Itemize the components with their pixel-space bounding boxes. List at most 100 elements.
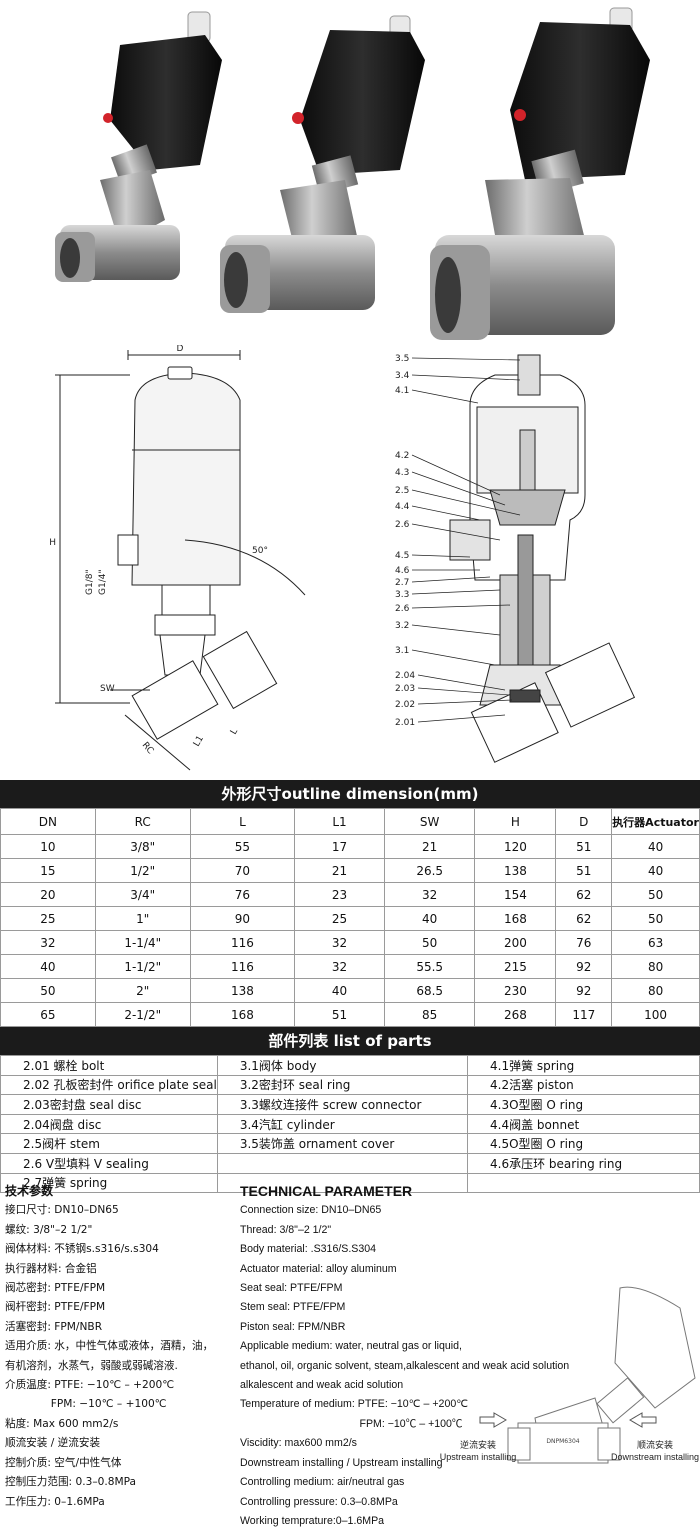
cell: 76 (555, 930, 613, 955)
tech-en-line: Working temprature:0–1.6MPa (240, 1514, 385, 1527)
header-cell: DN (0, 808, 96, 835)
cell: 120 (474, 834, 557, 859)
cell: 51 (294, 1002, 385, 1027)
part-cell (216, 1152, 469, 1174)
part-cell: 2.03密封盘 seal disc (0, 1094, 218, 1115)
tech-en-line: Body material: .S316/S.S304 (240, 1243, 377, 1256)
part-cell: 2.04阀盘 disc (0, 1113, 218, 1135)
callout-label: 3.2 (395, 621, 409, 631)
cell: 25 (294, 906, 385, 931)
tech-en-line: Stem seal: PTFE/FPM (240, 1301, 346, 1314)
cell: 117 (555, 1002, 613, 1027)
cell: 63 (611, 930, 700, 955)
cell: 2" (94, 978, 191, 1003)
cell: 55 (189, 834, 296, 859)
header-cell: L (189, 808, 296, 835)
cell: 15 (0, 858, 96, 883)
cell: 25 (0, 906, 96, 931)
outline-drawing: D H G1/8" G1/4" 50° SW RC L1 L (49, 345, 306, 771)
callout-label: 3.1 (395, 646, 409, 656)
callout-label: 2.5 (395, 486, 409, 496)
cell: 50 (383, 930, 476, 955)
dim-H-label: H (49, 538, 56, 548)
cell: 32 (0, 930, 96, 955)
callout-label: 4.6 (395, 566, 410, 576)
cell: 1-1/4" (94, 930, 191, 955)
cell: 20 (0, 882, 96, 907)
tech-en-line: Applicable medium: water, neutral gas or… (240, 1340, 462, 1353)
cell: 68.5 (383, 978, 476, 1003)
callout-label: 4.3 (395, 468, 409, 478)
tech-cn-line: 阀杆密封: PTFE/FPM (5, 1301, 106, 1314)
outline-header-row: DN RC L L1 SW H D 执行器Actuator (0, 808, 700, 835)
table-row: 2.7弹簧 spring (0, 1172, 700, 1194)
cell: 21 (294, 858, 385, 883)
downstream-label-cn: 顺流安装 (637, 1439, 673, 1450)
tables-section: 外形尺寸outline dimension(mm) DN RC L L1 SW … (0, 780, 700, 1194)
upstream-label-cn: 逆流安装 (460, 1439, 496, 1450)
valve-photo-medium (220, 15, 425, 313)
cell: 138 (189, 978, 296, 1003)
tech-cn-title: 技术参数 (5, 1184, 54, 1198)
cell: 80 (611, 978, 700, 1003)
cell: 3/4" (94, 882, 191, 907)
cell: 32 (294, 954, 385, 979)
cell: 168 (474, 906, 557, 931)
cell: 100 (611, 1002, 700, 1027)
header-cell: SW (383, 808, 476, 835)
tech-en-line: Controlling medium: air/neutral gas (240, 1476, 405, 1489)
tech-en-line: Seat seal: PTFE/FPM (240, 1282, 343, 1295)
dim-L-label: L (229, 727, 240, 736)
tech-en-line: Piston seal: FPM/NBR (240, 1320, 346, 1333)
cell: 116 (189, 954, 296, 979)
cell: 51 (555, 858, 613, 883)
tech-cn-line: 粘度: Max 600 mm2/s (5, 1417, 119, 1430)
part-cell: 3.5装饰盖 ornament cover (216, 1133, 469, 1154)
cell: 200 (474, 930, 557, 955)
header-cell: H (474, 808, 557, 835)
cell: 40 (611, 858, 700, 883)
part-cell: 2.01 螺栓 bolt (0, 1055, 218, 1076)
cell: 40 (383, 906, 476, 931)
tech-en-line: Downstream installing / Upstream install… (240, 1456, 443, 1469)
part-cell: 2.7弹簧 spring (0, 1172, 218, 1194)
technical-parameters: 技术参数 接口尺寸: DN10–DN65 螺纹: 3/8"–2 1/2" 阀体材… (0, 1178, 700, 1527)
cell: 1" (94, 906, 191, 931)
part-cell: 2.02 孔板密封件 orifice plate seal (0, 1074, 218, 1096)
cell: 2-1/2" (94, 1002, 191, 1027)
tech-en-line: Temperature of medium: PTFE: −10℃ – +200… (240, 1398, 469, 1411)
cell: 1-1/2" (94, 954, 191, 979)
cell: 76 (189, 882, 296, 907)
cell: 10 (0, 834, 96, 859)
valve-photo-small (55, 11, 222, 282)
callout-label: 3.4 (395, 371, 410, 381)
header-cell: D (555, 808, 613, 835)
engineering-drawings: D H G1/8" G1/4" 50° SW RC L1 L (49, 345, 636, 771)
dim-L1-label: L1 (192, 734, 206, 748)
section-drawing (449, 354, 636, 763)
part-cell: 4.4阀盖 bonnet (467, 1113, 700, 1135)
cell: 32 (383, 882, 476, 907)
cell: 92 (555, 978, 613, 1003)
cell: 1/2" (94, 858, 191, 883)
part-cell: 3.1阀体 body (216, 1055, 469, 1076)
tech-params-en: TECHNICAL PARAMETER Connection size: DN1… (240, 1182, 569, 1531)
parts-title: 部件列表 list of parts (0, 1027, 700, 1055)
upstream-label-en: Upstream installing (440, 1452, 516, 1462)
cell: 116 (189, 930, 296, 955)
cell: 50 (611, 906, 700, 931)
upstream-arrow-icon (479, 1412, 507, 1428)
tech-cn-line: 螺纹: 3/8"–2 1/2" (5, 1223, 93, 1236)
dim-D-label: D (177, 345, 184, 354)
cell: 85 (383, 1002, 476, 1027)
callout-label: 3.3 (395, 590, 409, 600)
